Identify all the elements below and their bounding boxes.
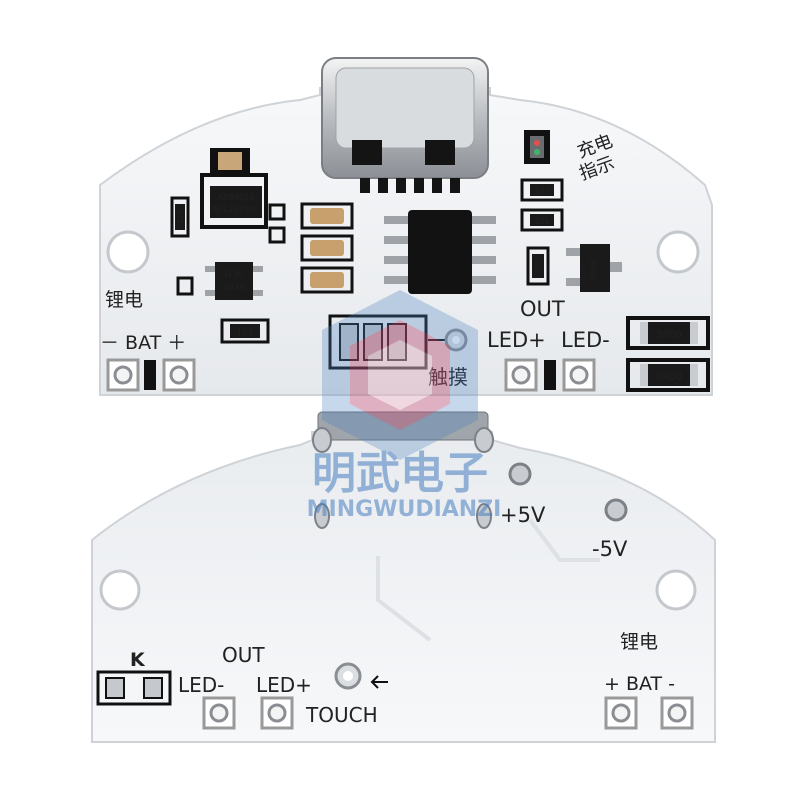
shell-tab <box>312 427 332 453</box>
top-bat-cn: 锂电 <box>105 289 143 311</box>
capacitor-column <box>300 202 354 294</box>
resistor-3r00-a: 3R00 <box>626 316 710 350</box>
test-pad <box>268 226 286 244</box>
res-3r00-b-label: 3R00 <box>656 372 682 383</box>
mosfet: A5SH <box>566 244 622 292</box>
top-bat-pads <box>106 358 196 392</box>
charger-ic: AX54054 NFL217000 <box>200 173 268 229</box>
resistor-3r00-b: 3R00 <box>626 358 710 392</box>
mount-hole-right <box>656 230 700 274</box>
plus5v-label: +5V <box>500 503 546 527</box>
test-pad <box>176 276 194 296</box>
pcb-trace <box>376 556 432 642</box>
top-led-pads <box>504 358 596 392</box>
bottom-out-label: OUT <box>222 643 265 667</box>
res-102-label: 102 <box>534 259 542 272</box>
pcb-trace <box>528 518 600 562</box>
smd-capacitor <box>210 148 250 174</box>
bottom-bat-pads <box>604 696 694 730</box>
watermark-logo-icon <box>322 290 478 460</box>
shell-tab <box>314 503 330 529</box>
k-label: K <box>130 649 146 671</box>
res-101-label: 101 <box>236 328 253 338</box>
bottom-touch-label: TOUCH <box>305 703 378 727</box>
resistor-101-right: 101 <box>520 208 564 232</box>
resistor-102: 102 <box>526 246 550 286</box>
top-bat-label: － BAT ＋ <box>100 332 186 354</box>
minus5v-pad <box>604 498 628 522</box>
res-101-right-label: 101 <box>534 217 549 226</box>
watermark: 明武电子 MINGWUDIANZI <box>307 290 502 522</box>
shell-tab <box>476 503 492 529</box>
mount-hole-left <box>106 230 150 274</box>
charge-led <box>524 130 550 164</box>
resistor-222-left: 222 <box>170 196 190 238</box>
usb-c-connector-back <box>317 411 489 441</box>
resistor-101: 101 <box>220 318 270 344</box>
touch-arrow-icon <box>370 675 388 689</box>
touch-pad-area <box>328 314 468 370</box>
test-pad <box>268 203 286 221</box>
protection-ic: J130 S243 <box>205 262 263 300</box>
plus5v-pad <box>508 462 532 486</box>
chip-small-line1: J130 <box>224 270 243 279</box>
mount-hole-left <box>99 569 141 611</box>
bottom-board: +5V -5V K OUT LED- LED+ TOUCH 锂电 + BAT - <box>91 411 716 743</box>
res-3r00-a-label: 3R00 <box>656 330 682 341</box>
touch-ic <box>384 210 496 294</box>
bottom-led-minus: LED- <box>178 673 224 697</box>
bottom-led-pads <box>202 696 294 730</box>
chip-small-line2: S243 <box>224 283 244 292</box>
mosfet-label: A5SH <box>589 259 598 281</box>
top-led-plus: LED+ <box>487 328 546 352</box>
shell-tab <box>474 427 494 453</box>
watermark-en: MINGWUDIANZI <box>307 497 502 522</box>
mount-hole-right <box>655 569 697 611</box>
usb-c-connector <box>321 57 489 193</box>
top-led-minus: LED- <box>561 328 610 352</box>
watermark-cn: 明武电子 <box>312 448 488 499</box>
bottom-bat-label: + BAT - <box>604 673 675 695</box>
minus5v-label: -5V <box>592 537 628 561</box>
chip-main-line1: AX54054 <box>218 193 254 202</box>
bottom-bat-cn: 锂电 <box>620 631 658 653</box>
bottom-led-plus: LED+ <box>256 673 312 697</box>
resistor-222-right: 222 <box>520 178 564 202</box>
top-touch-cn: 触摸 <box>428 365 468 389</box>
k-led-footprint <box>96 670 172 706</box>
top-board: AX54054 NFL217000 222 <box>99 57 713 396</box>
chip-main-line2: NFL217000 <box>213 205 259 214</box>
top-out-label: OUT <box>520 297 565 321</box>
res-222-left-label: 222 <box>177 210 185 223</box>
res-222-right-label: 222 <box>534 187 549 196</box>
